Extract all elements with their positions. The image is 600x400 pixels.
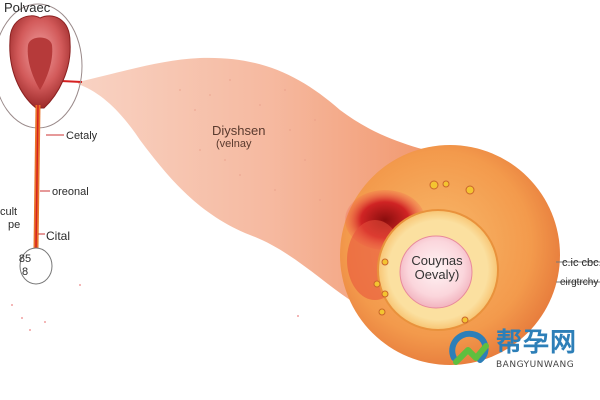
- label-tube-line1: Diyshsen: [212, 123, 266, 138]
- label-pe: pe: [8, 219, 21, 231]
- label-core-line2: Oevaly): [414, 267, 460, 282]
- watermark-chinese: 帮孕网: [496, 328, 578, 358]
- label-right-line1: c.ic cbc.: [562, 257, 600, 269]
- label-bulb-line2: 8: [21, 266, 29, 278]
- label-tube-line2: (velnay: [216, 138, 252, 150]
- scatter-dots: [11, 284, 299, 331]
- oocyte-core: [399, 235, 473, 309]
- label-cital: Cital: [46, 229, 71, 243]
- label-bulb-line1: 85: [18, 253, 32, 265]
- bulb: [19, 247, 53, 285]
- label-oreonal: oreonal: [52, 186, 89, 198]
- watermark-english: BANGYUNWANG: [496, 360, 575, 370]
- left-organ-inner: [27, 37, 53, 90]
- label-calt: cult: [0, 206, 18, 218]
- stem-core: [35, 104, 39, 249]
- tube-texture: [179, 79, 321, 201]
- label-cetaly: Cetaly: [66, 130, 98, 142]
- granules: [373, 180, 475, 324]
- label-top-left: Polvaec: [4, 0, 51, 15]
- label-core-line1: Couynas: [411, 253, 463, 268]
- label-right-line2: eirgtrchy: [560, 277, 599, 288]
- search-magnifier-icon: [449, 330, 489, 365]
